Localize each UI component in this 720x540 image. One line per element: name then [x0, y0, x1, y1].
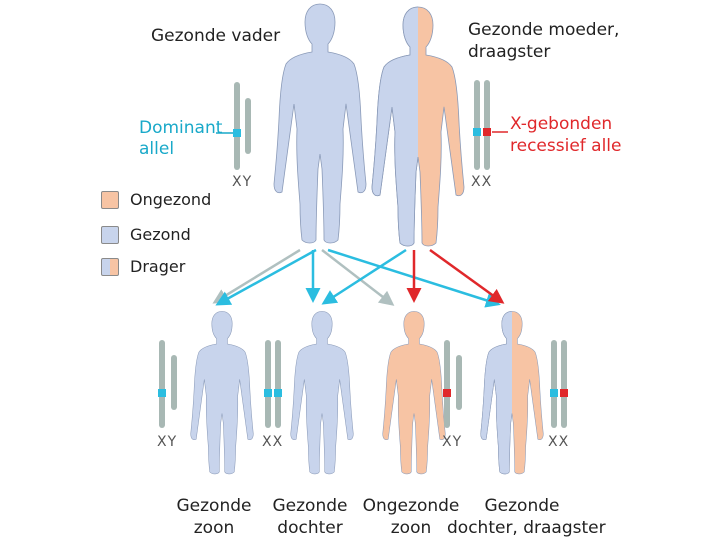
- child-affected-son: [382, 311, 446, 475]
- dominant-allele-label-1: Dominant: [139, 118, 223, 138]
- recessive-allele-mark: [483, 128, 491, 136]
- child1-label-1: Gezonde: [176, 496, 252, 516]
- son2-chromosome-label: XY: [442, 434, 463, 450]
- child2-label-1: Gezonde: [272, 496, 348, 516]
- legend-swatch-healthy: [101, 226, 119, 244]
- recessive-allele-label-1: X-gebonden: [510, 114, 613, 134]
- mother-chromosome-label: XX: [471, 174, 493, 190]
- child3-label-2: zoon: [390, 518, 432, 538]
- arrow-father-to-son1: [212, 248, 301, 304]
- child1-label-2: zoon: [193, 518, 235, 538]
- arrow-mother-xr-2: [429, 248, 505, 304]
- father-chromosomes: [216, 82, 251, 170]
- legend-label-carrier: Drager: [130, 257, 186, 276]
- father-figure: [273, 3, 367, 244]
- arrow-mother-x-1: [321, 248, 407, 305]
- recessive-allele-label-2: recessief alle: [510, 136, 622, 156]
- arrow-father-x-1: [215, 248, 317, 306]
- legend-swatch-affected: [101, 191, 119, 209]
- inheritance-arrows: [212, 248, 505, 308]
- legend-label-healthy: Gezond: [130, 225, 191, 244]
- father-chromosome-label: XY: [232, 174, 253, 190]
- mother-label-line1: Gezonde moeder,: [468, 20, 620, 40]
- dominant-allele-mark: [233, 129, 241, 137]
- arrow-father-y: [321, 249, 395, 306]
- daughter2-chromosome-label: XX: [548, 434, 570, 450]
- mother-chromosomes: [473, 80, 508, 170]
- legend-swatch-carrier: [101, 258, 119, 276]
- child-healthy-son: [190, 311, 254, 475]
- child4-label-2: dochter, draagster: [447, 518, 606, 538]
- daughter2-chromosomes: [550, 340, 568, 428]
- child2-label-2: dochter: [277, 518, 343, 538]
- father-label: Gezonde vader: [151, 26, 281, 46]
- child4-label-1: Gezonde: [484, 496, 560, 516]
- legend-label-affected: Ongezond: [130, 190, 212, 209]
- daughter1-chromosome-label: XX: [262, 434, 284, 450]
- dominant-allele-label-2: allel: [139, 139, 175, 159]
- daughter1-chromosomes: [264, 340, 282, 428]
- son1-chromosomes: [158, 340, 177, 428]
- child3-label-1: Ongezonde: [362, 496, 460, 516]
- child-carrier-daughter: [480, 311, 544, 475]
- son1-chromosome-label: XY: [157, 434, 178, 450]
- mother-label-line2: draagster: [468, 42, 551, 62]
- child-healthy-daughter: [290, 311, 354, 475]
- son2-chromosomes: [443, 340, 462, 428]
